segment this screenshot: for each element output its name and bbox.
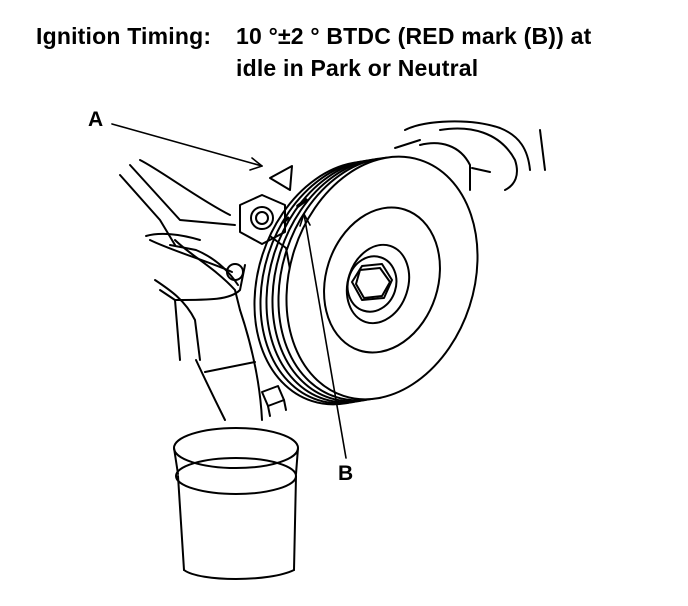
engine-block-left: [119, 159, 239, 286]
lower-bracket: [261, 385, 287, 417]
callout-label-b: B: [338, 462, 354, 485]
crankshaft-pulley: [253, 155, 479, 406]
spec-value-line-2: idle in Park or Neutral: [236, 55, 479, 81]
oil-filter-assembly: [154, 239, 299, 580]
spec-value: 10 °±2 ° BTDC (RED mark (B)) at idle in …: [236, 20, 666, 84]
spec-value-line-1: 10 °±2 ° BTDC (RED mark (B)) at: [236, 23, 592, 49]
timing-pointer-triangle: [269, 165, 293, 224]
engine-housing: [394, 120, 546, 191]
leader-line-a: [111, 123, 263, 171]
timing-spec: Ignition Timing: 10 °±2 ° BTDC (RED mark…: [36, 20, 591, 81]
spec-label: Ignition Timing:: [36, 23, 212, 49]
red-timing-mark: [296, 198, 308, 208]
cover-bolt: [239, 194, 293, 281]
callout-label-a: A: [88, 108, 104, 131]
leader-line-b: [299, 213, 347, 459]
